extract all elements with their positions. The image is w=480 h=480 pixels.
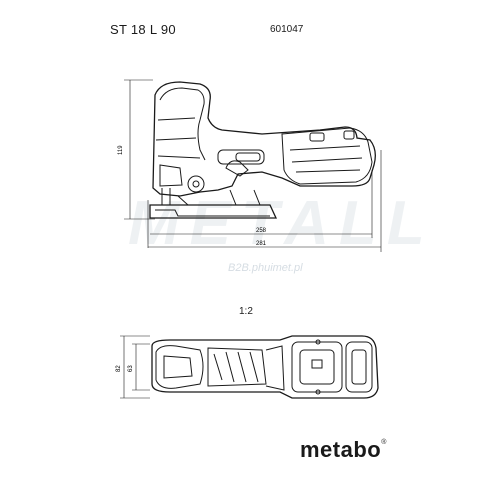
article-number: 601047 <box>270 24 304 35</box>
dim-length-outer: 281 <box>256 241 267 247</box>
model-title: ST 18 L 90 <box>110 22 176 37</box>
watermark-logo: METALL <box>128 189 435 258</box>
watermark-site: B2B.phuimet.pl <box>228 262 303 274</box>
dim-width-inner: 63 <box>128 365 134 372</box>
scale-label: 1:2 <box>239 306 253 317</box>
brand-logo: metabo® <box>300 437 387 462</box>
dim-length-inner: 258 <box>256 228 267 234</box>
dim-width-outer: 82 <box>116 365 122 372</box>
dim-height: 119 <box>118 145 124 155</box>
